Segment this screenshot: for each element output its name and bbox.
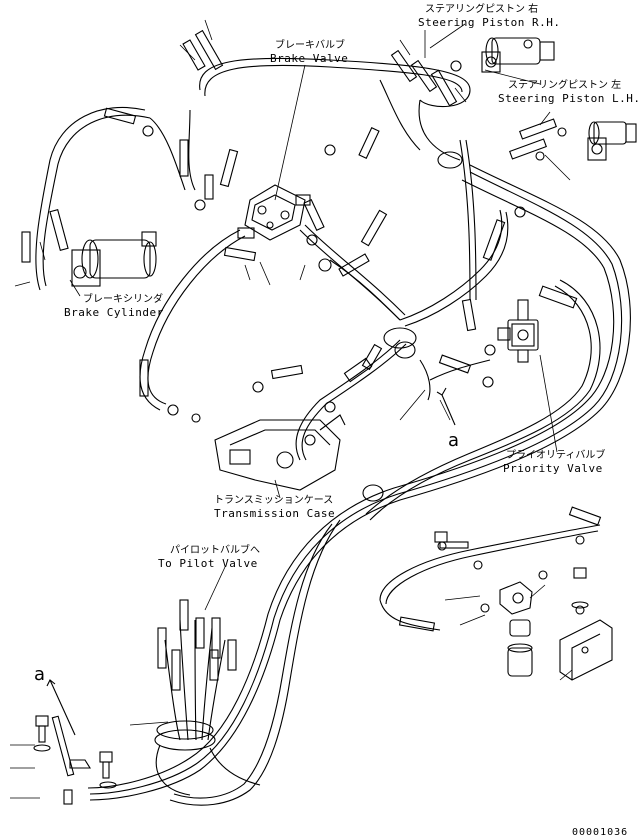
priority-valve-jp-label: プライオリティバルブ xyxy=(506,448,605,461)
upper-hose-loop xyxy=(188,57,471,191)
line-work xyxy=(10,19,637,806)
brake-valve-body xyxy=(237,184,311,241)
pilot-valve-en-label: To Pilot Valve xyxy=(158,557,258,570)
priority-valve-body xyxy=(497,299,539,363)
priority-valve-en-label: Priority Valve xyxy=(503,462,603,475)
brake-valve-jp-label: ブレーキバルブ xyxy=(275,38,345,51)
steering-rh-en-label: Steering Piston R.H. xyxy=(418,16,560,29)
lower-right-bracket xyxy=(499,581,613,681)
steering-piston-lh xyxy=(587,121,637,161)
fittings xyxy=(21,29,602,691)
transmission-case-body xyxy=(214,414,346,491)
brake-cylinder-body xyxy=(71,231,157,287)
brake-valve-en-label: Brake Valve xyxy=(270,52,348,65)
transmission-case-en-label: Transmission Case xyxy=(214,507,335,520)
hose-clamps xyxy=(362,151,463,502)
pilot-hose-bundle xyxy=(154,619,261,796)
lower-left-hardware xyxy=(33,531,589,805)
reference-a-left: a xyxy=(34,664,45,685)
drawing-code: 00001036 xyxy=(572,827,628,838)
steering-piston-rh xyxy=(481,37,555,73)
transmission-case-jp-label: トランスミッションケース xyxy=(214,494,333,506)
leader-lines xyxy=(10,19,573,799)
reference-a-right: a xyxy=(448,430,459,451)
steering-lh-jp-label: ステアリングピストン 左 xyxy=(508,78,621,91)
steering-lh-en-label: Steering Piston L.H. xyxy=(498,92,640,105)
central-hoses xyxy=(139,79,509,461)
pilot-valve-jp-label: パイロットバルブへ xyxy=(170,543,260,556)
reference-arrows xyxy=(46,387,456,736)
callout-labels: ステアリングピストン 右 Steering Piston R.H. ステアリング… xyxy=(34,2,640,838)
main-hose-bundle xyxy=(87,164,631,806)
steering-rh-jp-label: ステアリングピストン 右 xyxy=(425,2,538,15)
brake-cylinder-jp-label: ブレーキシリンダ xyxy=(83,292,163,305)
brake-cylinder-en-label: Brake Cylinder xyxy=(64,306,164,319)
left-hose-loop xyxy=(35,106,186,291)
lower-right-hose xyxy=(379,524,601,631)
